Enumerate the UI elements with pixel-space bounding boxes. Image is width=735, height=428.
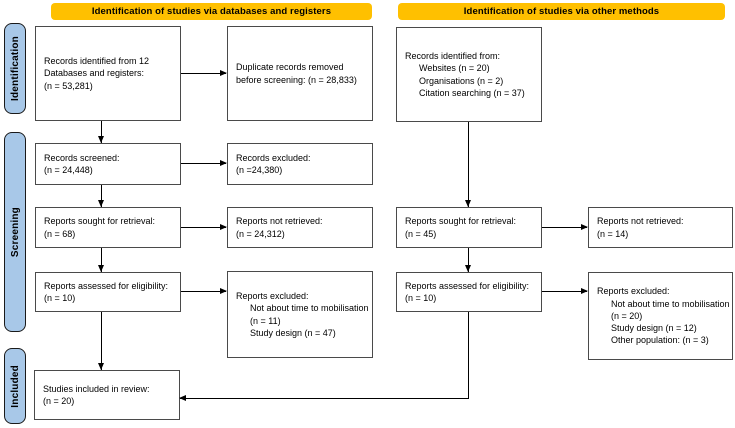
stage-included-label: Included: [9, 364, 21, 408]
header-other-methods: Identification of studies via other meth…: [398, 3, 725, 20]
arrow-sought-to-not-retrieved-other: [542, 223, 588, 230]
stage-identification: Identification: [4, 23, 26, 114]
flow-box-reports-sought-databases: Reports sought for retrieval:(n = 68): [35, 207, 181, 248]
header-databases-registers: Identification of studies via databases …: [51, 3, 372, 20]
box-line: Reports not retrieved:: [597, 216, 684, 227]
flow-box-reports-not-retrieved-databases: Reports not retrieved:(n = 24,312): [227, 207, 373, 248]
box-line: (n = 11): [250, 315, 281, 326]
arrow-sought-to-assessed-databases: [98, 248, 105, 272]
box-line: Websites (n = 20): [419, 63, 490, 74]
box-line: Not about time to mobilisation: [611, 298, 730, 309]
flow-box-reports-assessed-other: Reports assessed for eligibility: (n = 10…: [396, 272, 542, 312]
stage-identification-label: Identification: [9, 35, 21, 102]
box-line: (n = 14): [597, 228, 629, 239]
box-line: Reports excluded:: [597, 286, 670, 297]
stage-screening-label: Screening: [9, 206, 21, 258]
arrow-screened-to-sought: [98, 185, 105, 207]
flow-box-reports-excluded-other: Reports excluded:Not about time to mobil…: [588, 272, 733, 360]
arrow-other-methods-to-included: [179, 394, 469, 401]
box-line: Reports excluded:: [236, 290, 309, 301]
box-line: Studies included in review:: [43, 383, 150, 394]
box-line: Databases and registers:: [44, 68, 145, 79]
connector-other-assessed-down: [468, 312, 469, 399]
box-line: Reports not retrieved:: [236, 216, 323, 227]
box-line: Not about time to mobilisation: [250, 303, 369, 314]
arrow-sought-to-assessed-other: [465, 248, 472, 272]
box-line: Reports assessed for eligibility:: [44, 280, 169, 291]
arrow-identified-to-screened: [98, 121, 105, 143]
box-line: (n = 20): [611, 310, 643, 321]
box-line: before screening: (n = 28,833): [236, 74, 357, 85]
box-line: (n = 10): [44, 293, 76, 303]
box-line: Records excluded:: [236, 152, 311, 163]
box-line: Duplicate records removed: [236, 62, 344, 73]
box-line: (n = 24,448): [44, 165, 93, 175]
flow-box-reports-assessed-databases: Reports assessed for eligibility: (n = 10…: [35, 272, 181, 312]
arrow-identified-to-duplicates: [181, 69, 227, 76]
box-line: Organisations (n = 2): [419, 75, 504, 86]
box-line: Study design (n = 12): [611, 323, 697, 334]
box-line: (n = 24,312): [236, 228, 285, 239]
flow-box-reports-excluded-databases: Reports excluded: Not about time to mobil…: [227, 271, 373, 358]
arrow-identified-other-to-sought: [465, 122, 472, 207]
arrow-screened-to-excluded: [181, 159, 227, 166]
flow-box-reports-not-retrieved-other: Reports not retrieved:(n = 14): [588, 207, 733, 248]
box-line: Citation searching (n = 37): [419, 87, 525, 98]
stage-included: Included: [4, 348, 26, 424]
box-line: Records screened:: [44, 152, 120, 163]
flow-box-studies-included: Studies included in review: (n = 20): [34, 370, 180, 420]
arrow-assessed-to-excluded-other: [542, 287, 588, 294]
flow-box-reports-sought-other: Reports sought for retrieval:(n = 45): [396, 207, 542, 248]
box-line: Reports assessed for eligibility:: [405, 280, 530, 291]
flow-box-records-screened: Records screened: (n = 24,448): [35, 143, 181, 185]
box-line: (n = 45): [405, 228, 437, 239]
box-line: Other population: (n = 3): [611, 335, 709, 346]
box-line: (n = 68): [44, 228, 76, 239]
arrow-assessed-to-included: [98, 312, 105, 370]
box-line: Reports sought for retrieval:: [44, 216, 156, 227]
box-line: (n = 53,281): [44, 80, 93, 91]
box-line: (n = 10): [405, 293, 437, 303]
flow-box-records-identified-other: Records identified from: Websites (n = 20…: [396, 27, 542, 122]
arrow-assessed-to-excluded-databases: [181, 287, 227, 294]
box-line: Reports sought for retrieval:: [405, 216, 517, 227]
box-line: Records identified from 12: [44, 56, 150, 67]
box-line: (n =24,380): [236, 165, 283, 175]
box-line: Study design (n = 47): [250, 327, 336, 338]
arrow-sought-to-not-retrieved-databases: [181, 223, 227, 230]
flow-box-records-excluded: Records excluded: (n =24,380): [227, 143, 373, 185]
stage-screening: Screening: [4, 132, 26, 332]
box-line: (n = 20): [43, 396, 75, 406]
box-line: Records identified from:: [405, 50, 501, 61]
